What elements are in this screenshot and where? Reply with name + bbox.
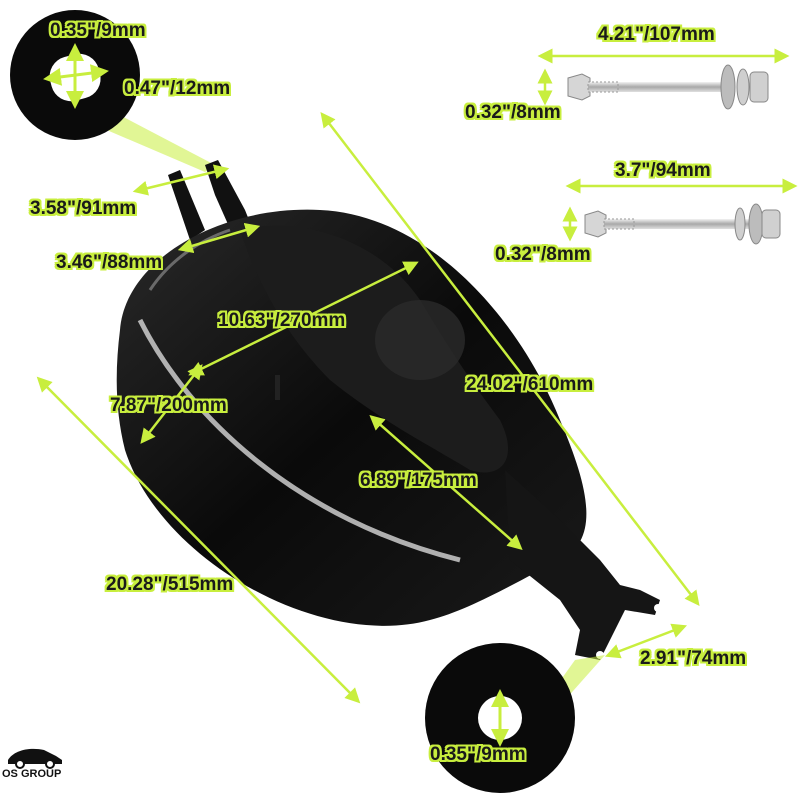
tank-width-label: 10.63"/270mm <box>218 310 346 331</box>
tunnel-length-label: 6.89"/175mm <box>360 470 477 491</box>
bracket-outer-label: 3.58"/91mm <box>30 198 137 219</box>
car-logo-icon <box>8 748 62 769</box>
top-hole-height-label: 0.35"/9mm <box>50 20 146 41</box>
tank-height-label: 7.87"/200mm <box>110 395 227 416</box>
tank-length-label: 24.02"/610mm <box>466 374 594 395</box>
brand-logo-text: OS GROUP <box>2 768 62 780</box>
long-bolt-diameter-label: 0.32"/8mm <box>465 102 561 123</box>
dimension-lines <box>36 48 798 704</box>
short-bolt-length-label: 3.7"/94mm <box>615 160 711 181</box>
bracket-inner-label: 3.46"/88mm <box>56 252 163 273</box>
rear-bracket-width-label: 2.91"/74mm <box>640 648 747 669</box>
top-hole-detail <box>10 10 215 172</box>
rear-hole-detail <box>425 643 605 793</box>
top-hole-width-label: 0.47"/12mm <box>124 78 231 99</box>
long-bolt <box>567 64 769 110</box>
short-bolt-diameter-label: 0.32"/8mm <box>495 244 591 265</box>
rear-hole-label: 0.35"/9mm <box>430 744 526 765</box>
short-bolt <box>584 203 781 245</box>
side-length-label: 20.28"/515mm <box>106 574 234 595</box>
long-bolt-length-label: 4.21"/107mm <box>598 24 715 45</box>
